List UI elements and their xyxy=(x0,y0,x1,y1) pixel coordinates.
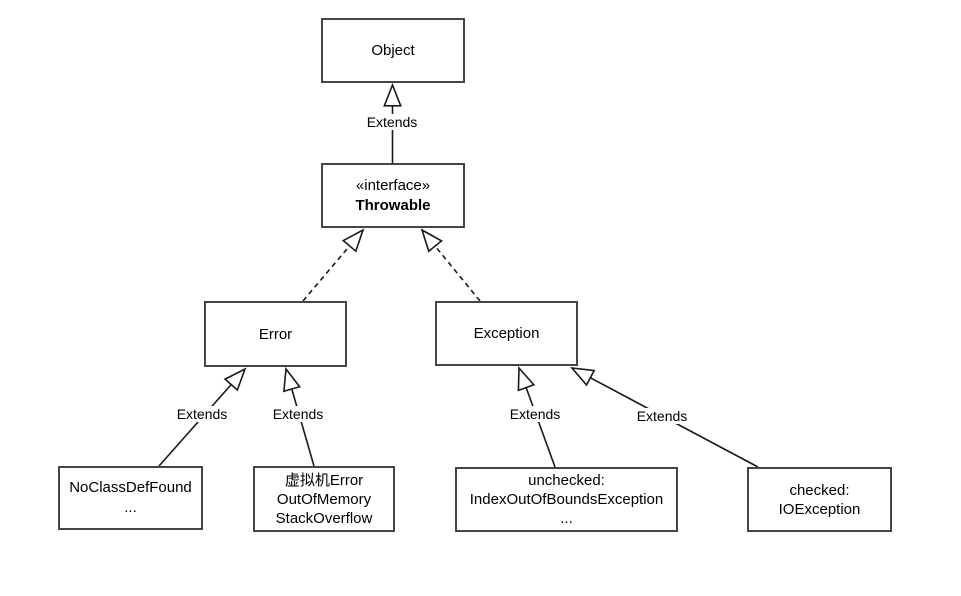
node-object-label: Object xyxy=(371,42,415,59)
node-object: Object xyxy=(321,18,465,83)
node-exception: Exception xyxy=(435,301,578,366)
node-throwable-label: Throwable xyxy=(355,196,431,214)
node-unchecked-line3: ... xyxy=(560,510,573,527)
edge-label-exception-right-extends: Extends xyxy=(633,408,691,424)
node-vm-error-line1: 虚拟机Error xyxy=(284,471,364,489)
node-exception-label: Exception xyxy=(473,325,540,342)
node-unchecked-exceptions: unchecked: IndexOutOfBoundsException ... xyxy=(455,467,678,532)
node-no-class-def-found-line1: NoClassDefFound xyxy=(69,479,192,496)
node-no-class-def-found: NoClassDefFound ... xyxy=(58,466,203,530)
edge-exception-extends-throwable xyxy=(422,230,481,302)
node-vm-error-line2: OutOfMemory xyxy=(276,490,372,508)
edge-label-object-extends: Extends xyxy=(363,114,421,130)
node-throwable-stereotype: «interface» xyxy=(355,176,431,194)
edge-label-error-right-extends: Extends xyxy=(269,406,327,422)
edge-label-exception-left-extends: Extends xyxy=(506,406,564,422)
edge-label-error-left-extends: Extends xyxy=(173,406,231,422)
node-throwable: «interface» Throwable xyxy=(321,163,465,228)
node-no-class-def-found-line2: ... xyxy=(124,499,137,516)
node-checked-line1: checked: xyxy=(789,481,850,499)
node-checked-line2: IOException xyxy=(778,500,861,518)
node-checked-exceptions: checked: IOException xyxy=(747,467,892,532)
node-vm-error-line3: StackOverflow xyxy=(275,509,373,527)
node-vm-error: 虚拟机Error OutOfMemory StackOverflow xyxy=(253,466,395,532)
edge-error-extends-throwable xyxy=(302,230,363,302)
node-error-label: Error xyxy=(258,325,293,343)
node-unchecked-line1: unchecked: xyxy=(528,472,605,489)
node-error: Error xyxy=(204,301,347,367)
node-unchecked-line2: IndexOutOfBoundsException xyxy=(469,491,664,508)
